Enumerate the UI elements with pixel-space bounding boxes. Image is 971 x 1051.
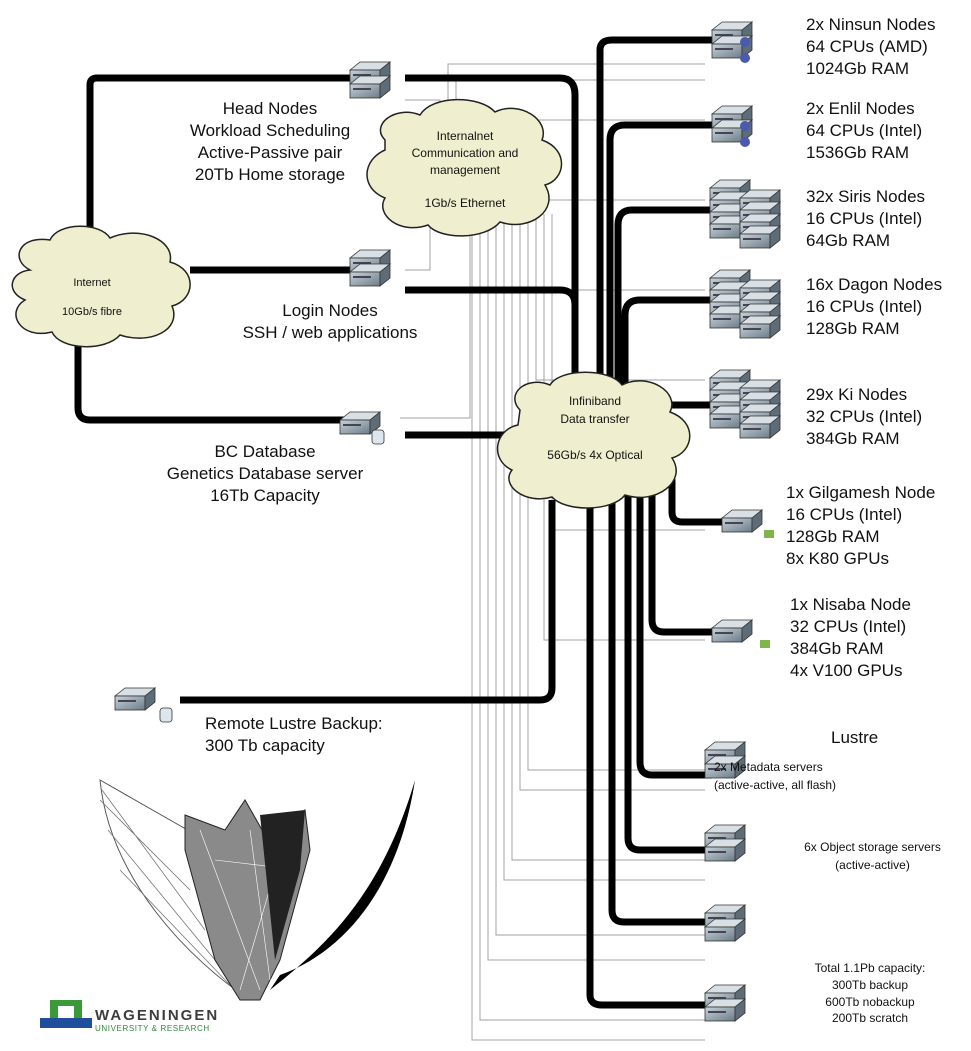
cloud-infiniband: [496, 371, 691, 509]
cloud-internalnet: [366, 98, 563, 237]
logo-line-1: WAGENINGEN: [95, 1007, 220, 1024]
wur-logo: WAGENINGEN UNIVERSITY & RESEARCH: [95, 1007, 219, 1033]
cloud-internet: [11, 225, 191, 348]
server-icon: [114, 22, 780, 1021]
wur-logo-icon: [40, 1000, 92, 1028]
crown-illustration: [99, 779, 415, 1001]
lustre-title: Lustre: [831, 728, 879, 747]
infiniband-links: [74, 36, 722, 1009]
ethernet-links: [400, 63, 705, 1041]
logo-line-2: UNIVERSITY & RESEARCH: [95, 1024, 210, 1033]
internet-cloud-label: Internet 10Gb/s fibre: [62, 277, 122, 318]
remote-backup-label: Remote Lustre Backup:300 Tb capacity: [205, 714, 383, 756]
metadata-servers-label: 2x Metadata servers(active-active, all f…: [714, 760, 837, 792]
object-storage-label: 6x Object storage servers(active-active): [804, 840, 941, 872]
